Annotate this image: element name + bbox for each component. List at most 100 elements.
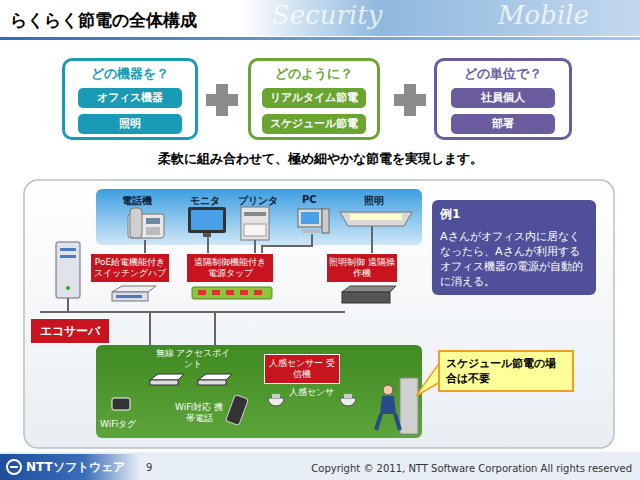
- network-wire-part: [254, 240, 256, 253]
- light-icon-part: [340, 212, 412, 226]
- light-controller-icon-part: [342, 292, 390, 303]
- light-controller-icon: [342, 286, 396, 303]
- power-tap-icon-part: [198, 290, 206, 295]
- node-text: 照明: [78, 114, 182, 134]
- power-tap-icon-part: [212, 290, 220, 295]
- node-body-text: Aさんがオフィス内に居なくなったら、Aさんが利用するオフィス機器の電源が自動的に…: [440, 229, 588, 289]
- person-figure: [376, 378, 418, 434]
- watermark: Mobile: [498, 0, 589, 30]
- option-pill: スケジュール節電: [262, 114, 366, 134]
- network-wire-part: [149, 312, 151, 345]
- header-bar: [0, 0, 640, 40]
- node-text: エコサーバ: [33, 323, 107, 339]
- device-box: 遠隔制御機能付き 電源タップ: [186, 253, 274, 283]
- network-wire-part: [371, 226, 373, 253]
- device-label: プリンタ: [238, 194, 278, 208]
- node-text: オフィス機器: [78, 88, 182, 108]
- device-band: [96, 189, 422, 245]
- device-label: 照明: [364, 194, 384, 208]
- network-wire-part: [214, 312, 216, 345]
- page-number: 9: [146, 462, 152, 473]
- device-box: 人感センサー 受信機: [264, 354, 340, 384]
- motion-sensor-icon-part: [344, 394, 352, 398]
- footer-bar-part: [0, 452, 640, 480]
- printer-icon-part: [241, 207, 269, 240]
- plus-sign-part: [216, 84, 228, 116]
- category-box: どの単位で？ 社員個人部署: [434, 58, 572, 140]
- header-bar-part: [0, 37, 640, 40]
- node-text: 部署: [451, 114, 555, 134]
- access-point-icon-part: [198, 374, 232, 380]
- node-text: 例1: [440, 206, 588, 223]
- node-text: どの機器を？: [65, 65, 195, 83]
- light-icon-part: [350, 214, 402, 220]
- device-label: 電話機: [122, 194, 152, 208]
- power-tap-icon-part: [254, 290, 262, 295]
- node-text: スケジュール節電の場合は不要: [446, 356, 566, 386]
- node-text: 社員個人: [451, 88, 555, 108]
- company-logo: NTTソフトウェア: [26, 459, 125, 476]
- power-tap-icon-part: [226, 290, 234, 295]
- device-box: PoE給電機能付き スイッチングハブ: [90, 253, 170, 283]
- device-label: WiFi対応 携帯電話: [172, 402, 226, 424]
- example-callout: 例1Aさんがオフィス内に居なくなったら、Aさんが利用するオフィス機器の電源が自動…: [432, 200, 596, 295]
- phone-icon-part: [130, 208, 142, 238]
- device-box: 照明制御 遠隔操作機: [326, 253, 398, 283]
- node-text: スケジュール節電: [262, 114, 366, 134]
- pc-icon: [298, 209, 329, 233]
- monitor-icon-part: [203, 233, 211, 237]
- category-box: どの機器を？ オフィス機器照明: [62, 58, 198, 140]
- motion-sensor-icon-part: [272, 394, 280, 398]
- network-wire-part: [40, 311, 345, 313]
- motion-sensor-icon-part: [340, 398, 356, 406]
- subtitle: 柔軟に組み合わせて、極め細やかな節電を実現します。: [0, 150, 640, 168]
- device-label: 無線 アクセスポイント: [152, 348, 234, 370]
- copyright: Copyright © 2011, NTT Software Corporati…: [311, 463, 632, 474]
- monitor-icon: [188, 207, 226, 237]
- pc-icon-part: [301, 212, 319, 224]
- server-icon-part: [60, 248, 76, 251]
- light-controller-icon-part: [342, 286, 396, 292]
- hub-icon-part: [116, 295, 142, 298]
- sensor-band: [96, 345, 422, 438]
- node-text: 照明制御 遠隔操作機: [329, 257, 395, 279]
- node-text: 人感センサー 受信機: [267, 358, 337, 380]
- option-pill: 照明: [78, 114, 182, 134]
- server-icon: [56, 242, 80, 298]
- option-pill: 社員個人: [451, 88, 555, 108]
- wifi-tag-icon: [112, 398, 130, 410]
- footer-bar-part: [10, 466, 18, 468]
- printer-icon-part: [244, 212, 266, 216]
- system-panel: [24, 180, 614, 448]
- hub-icon-part: [112, 286, 156, 292]
- access-point-icon-part: [150, 374, 184, 380]
- printer-icon: [241, 207, 269, 240]
- option-pill: 部署: [451, 114, 555, 134]
- person-figure-part: [383, 385, 393, 395]
- node-text: どの単位で？: [437, 65, 569, 83]
- access-point-icon-part: [198, 380, 226, 385]
- footer-bar: [0, 452, 640, 480]
- node-text: 遠隔制御機能付き 電源タップ: [189, 257, 271, 279]
- footer-bar-part: [0, 454, 140, 480]
- device-label: 人感センサ: [289, 386, 334, 399]
- phone-icon-part: [146, 227, 160, 235]
- motion-sensor-icon-part: [268, 398, 284, 406]
- header-bar-part: [240, 0, 640, 36]
- node-text: リアルタイム節電: [262, 88, 366, 108]
- callout-pointer: [416, 362, 440, 396]
- node-text: どのように？: [251, 65, 377, 83]
- printer-icon-part: [244, 224, 266, 236]
- power-tap-icon-part: [240, 290, 248, 295]
- power-tap-icon-part: [192, 287, 272, 299]
- access-point-icon: [150, 374, 232, 385]
- monitor-icon-part: [188, 207, 226, 233]
- footer-bar-part: [7, 460, 21, 474]
- device-label: WiFiタグ: [100, 418, 136, 431]
- option-pill: リアルタイム節電: [262, 88, 366, 108]
- device-label: モニタ: [190, 194, 220, 208]
- server-icon-part: [66, 286, 70, 290]
- power-tap-icon: [192, 287, 272, 299]
- network-wire-part: [207, 236, 209, 253]
- node-text: PoE給電機能付き スイッチングハブ: [93, 257, 167, 279]
